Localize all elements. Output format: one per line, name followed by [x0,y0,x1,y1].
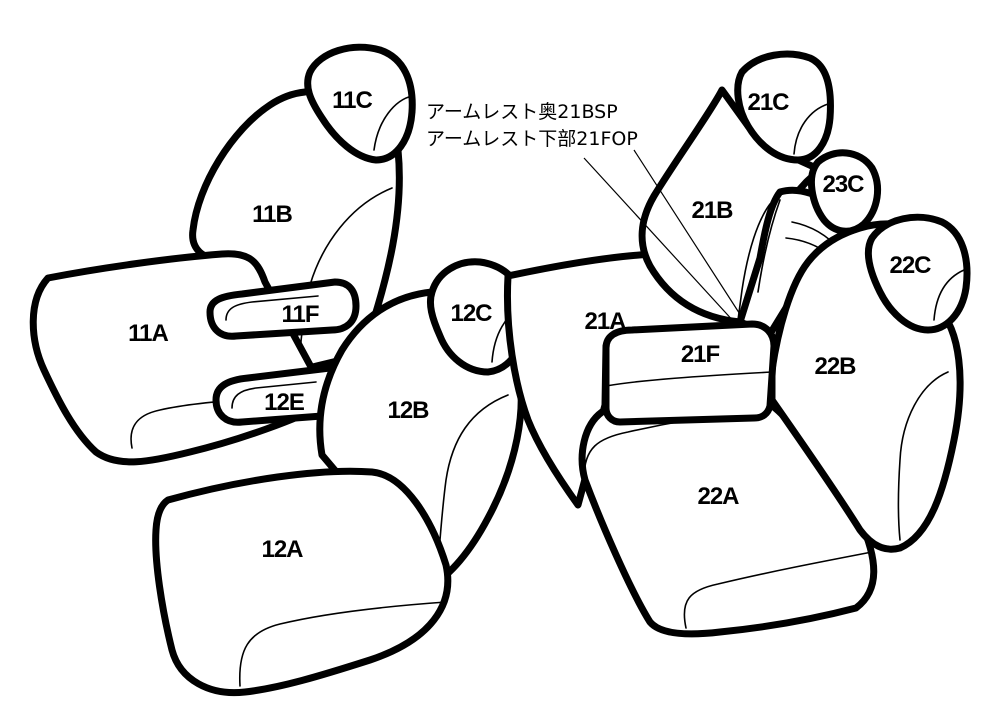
label-21A: 21A [584,308,626,335]
part-22C-headrest [864,213,971,334]
label-23C: 23C [822,171,864,198]
label-11B: 11B [252,201,292,228]
label-22B: 22B [814,353,856,380]
leader-line-1 [583,157,737,325]
label-12C: 12C [450,300,492,327]
label-12B: 12B [387,397,429,424]
label-11A: 11A [128,320,168,347]
part-21F-armrest [602,320,778,426]
label-21F: 21F [681,341,720,368]
label-11F: 11F [281,301,318,328]
part-23C-headrest [808,149,881,235]
label-22C: 22C [889,252,931,279]
leader-line-2 [633,149,746,323]
seat-rear [504,50,971,638]
part-21C-headrest [734,50,834,164]
part-11C-headrest [304,43,416,164]
label-11C: 11C [332,87,372,114]
annotation-armrest-bottom: アームレスト下部21FOP [426,128,638,150]
part-21A-cushion [504,250,746,509]
label-21C: 21C [747,89,789,116]
label-12E: 12E [264,389,305,416]
seat-12 [152,258,530,697]
part-11F-armrest [206,278,360,340]
label-21B: 21B [691,197,733,224]
seat-11 [29,43,416,466]
part-12A-cushion [152,467,452,697]
annotation-armrest-back: アームレスト奥21BSP [426,101,618,123]
label-22A: 22A [697,483,739,510]
label-12A: 12A [261,536,303,563]
